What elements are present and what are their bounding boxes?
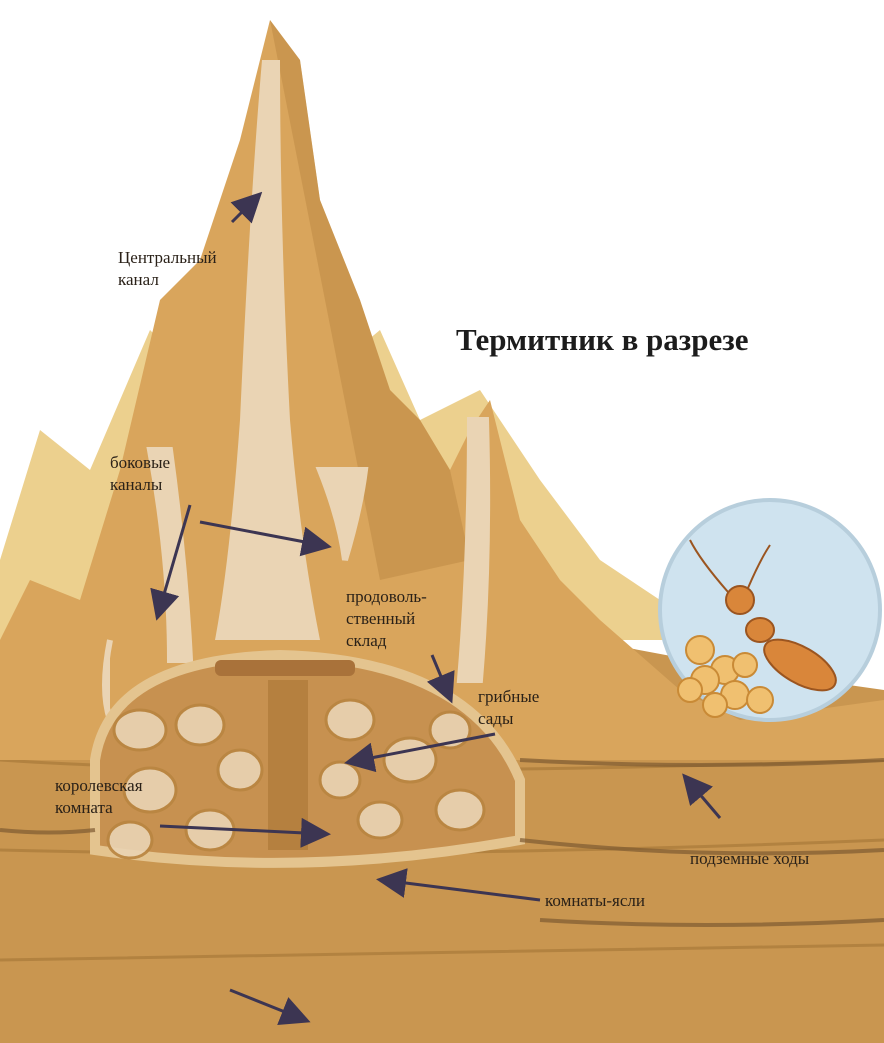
magnifier-lens-icon [660, 500, 880, 720]
crossbeam [215, 660, 355, 676]
label-central-channel: Центральный канал [118, 247, 217, 291]
label-nursery-chambers: комнаты-ясли [545, 890, 645, 912]
label-side-channels: боковые каналы [110, 452, 170, 496]
label-fungus-gardens: грибные сады [478, 686, 539, 730]
central-pillar [268, 680, 308, 850]
label-royal-chamber: королевская комната [55, 775, 143, 819]
diagram-title: Термитник в разрезе [456, 322, 748, 358]
label-underground-passages: подземные ходы [690, 848, 809, 870]
label-food-store: продоволь- ственный склад [346, 586, 427, 652]
